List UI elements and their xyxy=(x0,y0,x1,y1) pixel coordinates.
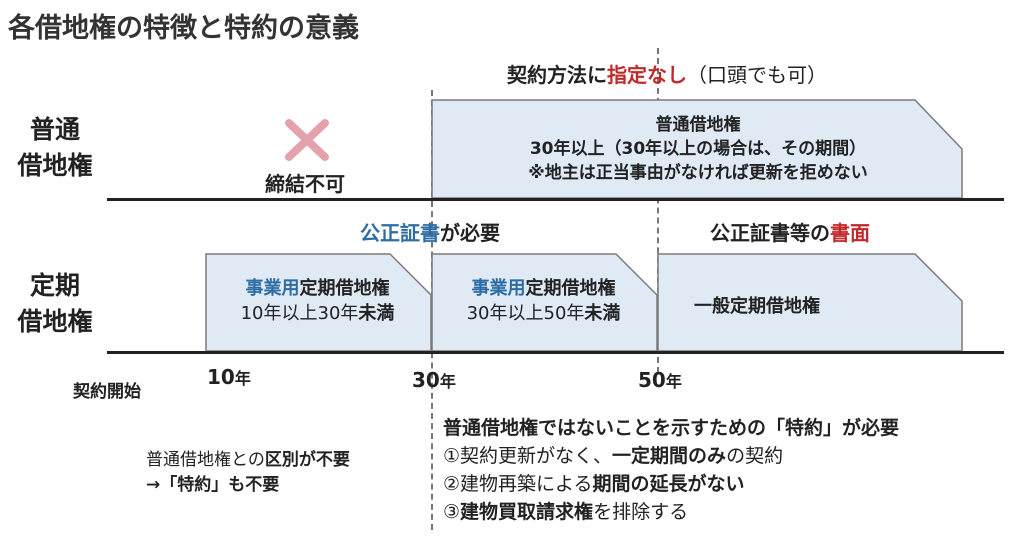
written-caption: 公正証書等の書面 xyxy=(660,217,920,246)
not-allowed-label: 締結不可 xyxy=(265,172,345,196)
notary-caption: 公正証書が必要 xyxy=(300,217,560,246)
written-highlight: 書面 xyxy=(830,221,870,245)
special-clause-heading: 普通借地権ではないことを示すための「特約」が必要 xyxy=(443,417,900,439)
business-lease-text-1: 事業用定期借地権 10年以上30年未満 xyxy=(240,278,395,324)
normal-lease-title: 普通借地権 xyxy=(655,115,741,135)
cross-icon xyxy=(285,119,329,161)
special-clause-item-2: ②建物再築による期間の延長がない xyxy=(443,473,745,495)
page-title: 各借地権の特徴と特約の意義 xyxy=(8,13,359,44)
row-divider-normal xyxy=(107,198,1004,201)
normal-lease-period: 30年以上（30年以上の場合は、その期間） xyxy=(529,139,867,159)
caption-after: （口頭でも可） xyxy=(687,63,827,87)
special-clause-item-1: ①契約更新がなく、一定期間のみの契約 xyxy=(443,445,784,467)
special-clause-item-3: ③建物買取請求権を排除する xyxy=(443,501,689,523)
general-fixed-lease-text: 一般定期借地権 xyxy=(694,296,820,317)
tick-30: 30年 xyxy=(412,368,456,392)
special-clause-note: 普通借地権ではないことを示すための「特約」が必要 ①契約更新がなく、一定期間のみ… xyxy=(443,414,899,526)
notary-highlight: 公正証書 xyxy=(360,221,440,245)
caption-before: 契約方法に xyxy=(507,63,607,87)
business-lease-text-2: 事業用定期借地権 30年以上50年未満 xyxy=(466,278,621,324)
tick-50: 50年 xyxy=(638,368,682,392)
caption-highlight: 指定なし xyxy=(607,63,687,87)
notary-after: が必要 xyxy=(440,221,500,245)
normal-lease-renewal-note: ※地主は正当事由がなければ更新を拒めない xyxy=(528,163,868,183)
row-label-fixed: 定期 借地権 xyxy=(17,271,93,336)
guide-line-50 xyxy=(657,48,659,373)
tick-10: 10年 xyxy=(207,365,251,389)
written-before: 公正証書等の xyxy=(710,221,830,245)
normal-lease-text: 普通借地権 30年以上（30年以上の場合は、その期間） ※地主は正当事由がなけれ… xyxy=(431,113,965,185)
timeline-axis xyxy=(107,351,1004,354)
row-label-normal: 普通 借地権 xyxy=(17,115,93,180)
left-note: 普通借地権との区別が不要 →「特約」も不要 xyxy=(146,450,350,495)
contract-method-caption: 契約方法に指定なし（口頭でも可） xyxy=(432,59,902,88)
contract-start-label: 契約開始 xyxy=(73,382,141,402)
